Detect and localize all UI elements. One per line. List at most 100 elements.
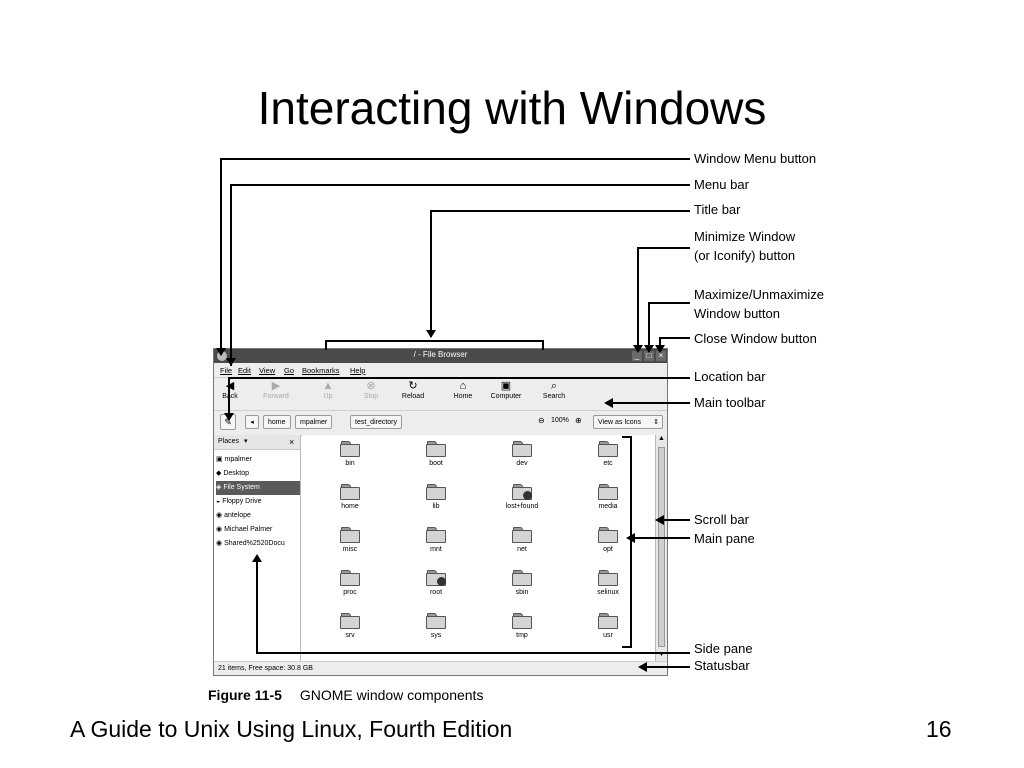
scroll-bar-arrowhead: [655, 515, 664, 525]
place-item-shared[interactable]: ◉ Shared%2520Docu: [216, 540, 285, 547]
title-bar-leader: [430, 210, 690, 337]
file-item[interactable]: usr: [586, 613, 630, 639]
callout-window-menu: Window Menu button: [694, 151, 817, 166]
file-item-label: sys: [430, 632, 442, 639]
file-item-label: lib: [432, 503, 440, 510]
menu-bookmarks[interactable]: Bookmarks: [302, 366, 340, 375]
file-item-label: srv: [345, 632, 355, 639]
forward-button[interactable]: ▶Forward: [263, 380, 289, 400]
file-item-label: sbin: [515, 589, 529, 596]
callout-main-pane: Main pane: [694, 531, 755, 546]
file-item[interactable]: bin: [328, 441, 372, 467]
menu-go[interactable]: Go: [284, 366, 295, 375]
breadcrumb-back-button[interactable]: ◂: [245, 415, 259, 429]
main-pane-bracket: [622, 436, 632, 648]
place-item-file-system[interactable]: ◈ File System: [216, 481, 300, 495]
reload-button[interactable]: ↻Reload: [401, 380, 425, 400]
close-side-pane-icon[interactable]: ×: [289, 437, 295, 447]
menu-edit[interactable]: Edit: [238, 366, 251, 375]
file-item-label: opt: [603, 546, 613, 553]
title-bar[interactable]: / - File Browser _ □ ×: [214, 349, 667, 363]
page-number: 16: [926, 716, 952, 742]
close-button[interactable]: ×: [656, 351, 666, 361]
file-item[interactable]: misc: [328, 527, 372, 553]
scroll-down-arrow-icon[interactable]: ▼: [658, 651, 665, 658]
scroll-bar[interactable]: ▲ ▼: [655, 435, 667, 661]
file-item[interactable]: proc: [328, 570, 372, 596]
scroll-up-arrow-icon[interactable]: ▲: [658, 435, 665, 442]
statusbar-arrowhead: [638, 662, 647, 672]
window-menu-button[interactable]: [217, 351, 227, 361]
file-item[interactable]: sbin: [500, 570, 544, 596]
file-browser-window: / - File Browser _ □ × File Edit View Go…: [213, 348, 668, 676]
file-item-label: etc: [603, 460, 613, 467]
minimize-button[interactable]: _: [632, 351, 642, 361]
places-header[interactable]: Places ▾ ×: [214, 435, 300, 450]
menu-view[interactable]: View: [259, 366, 276, 375]
maximize-button[interactable]: □: [644, 351, 654, 361]
title-bar-bracket: [325, 340, 544, 350]
breadcrumb-test-directory[interactable]: test_directory: [350, 415, 403, 429]
file-item[interactable]: selinux: [586, 570, 630, 596]
computer-button[interactable]: ▣Computer: [490, 380, 522, 400]
file-item[interactable]: lost+found: [500, 484, 544, 510]
place-item-floppy-drive[interactable]: ◒ Floppy Drive: [216, 498, 262, 505]
file-item[interactable]: media: [586, 484, 630, 510]
stop-button[interactable]: ⊗Stop: [363, 380, 379, 400]
slide-title: Interacting with Windows: [257, 82, 767, 134]
file-item[interactable]: dev: [500, 441, 544, 467]
file-item[interactable]: root: [414, 570, 458, 596]
folder-icon: [426, 484, 446, 500]
folder-icon: [598, 570, 618, 586]
folder-icon: [598, 484, 618, 500]
footer-book-title: A Guide to Unix Using Linux, Fourth Edit…: [70, 716, 513, 742]
file-item[interactable]: tmp: [500, 613, 544, 639]
folder-icon: [340, 484, 360, 500]
file-item-label: lost+found: [505, 503, 539, 510]
figure-caption-label: Figure 11-5: [208, 687, 282, 703]
file-item[interactable]: boot: [414, 441, 458, 467]
scroll-thumb[interactable]: [658, 447, 665, 647]
status-bar: 21 items, Free space: 30.8 GB: [214, 661, 667, 675]
menu-file[interactable]: File: [220, 366, 233, 375]
file-item[interactable]: net: [500, 527, 544, 553]
up-button[interactable]: ▲Up: [322, 380, 334, 400]
location-bar-leader: [228, 377, 690, 420]
place-item-desktop[interactable]: ◆ Desktop: [216, 470, 250, 477]
menu-bar-leader: [230, 184, 690, 366]
computer-icon: ▣: [500, 380, 512, 392]
locked-badge-icon: [437, 577, 446, 586]
file-item[interactable]: sys: [414, 613, 458, 639]
file-item[interactable]: srv: [328, 613, 372, 639]
menu-help[interactable]: Help: [350, 366, 366, 375]
folder-icon: [598, 527, 618, 543]
folder-icon: [598, 613, 618, 629]
file-item-label: media: [598, 503, 618, 510]
main-toolbar-arrowhead: [604, 398, 613, 408]
close-arrowhead: [655, 345, 665, 353]
file-item[interactable]: etc: [586, 441, 630, 467]
side-pane-arrowhead: [252, 554, 262, 562]
main-pane-arrowhead: [626, 533, 635, 543]
place-item-mpalmer[interactable]: ▣ mpalmer: [216, 456, 252, 463]
home-button[interactable]: ⌂Home: [453, 380, 473, 400]
file-item-label: home: [341, 503, 359, 510]
place-item-antelope[interactable]: ◉ antelope: [216, 512, 251, 519]
zoom-out-icon[interactable]: ⊖: [538, 416, 545, 425]
breadcrumb-home[interactable]: home: [263, 415, 291, 429]
callout-minimize-line2: (or Iconify) button: [694, 248, 796, 263]
file-item[interactable]: mnt: [414, 527, 458, 553]
place-item-michael-palmer[interactable]: ◉ Michael Palmer: [216, 526, 273, 533]
folder-icon: [340, 441, 360, 457]
minimize-leader: [637, 247, 690, 352]
breadcrumb-mpalmer[interactable]: mpalmer: [295, 415, 333, 429]
maximize-leader: [648, 302, 690, 352]
view-mode-select[interactable]: View as Icons⇕: [593, 415, 663, 429]
file-item[interactable]: home: [328, 484, 372, 510]
file-item[interactable]: opt: [586, 527, 630, 553]
zoom-in-icon[interactable]: ⊕: [575, 416, 582, 425]
callout-title-bar: Title bar: [694, 202, 741, 217]
file-item[interactable]: lib: [414, 484, 458, 510]
search-button[interactable]: ⌕Search: [542, 380, 566, 400]
